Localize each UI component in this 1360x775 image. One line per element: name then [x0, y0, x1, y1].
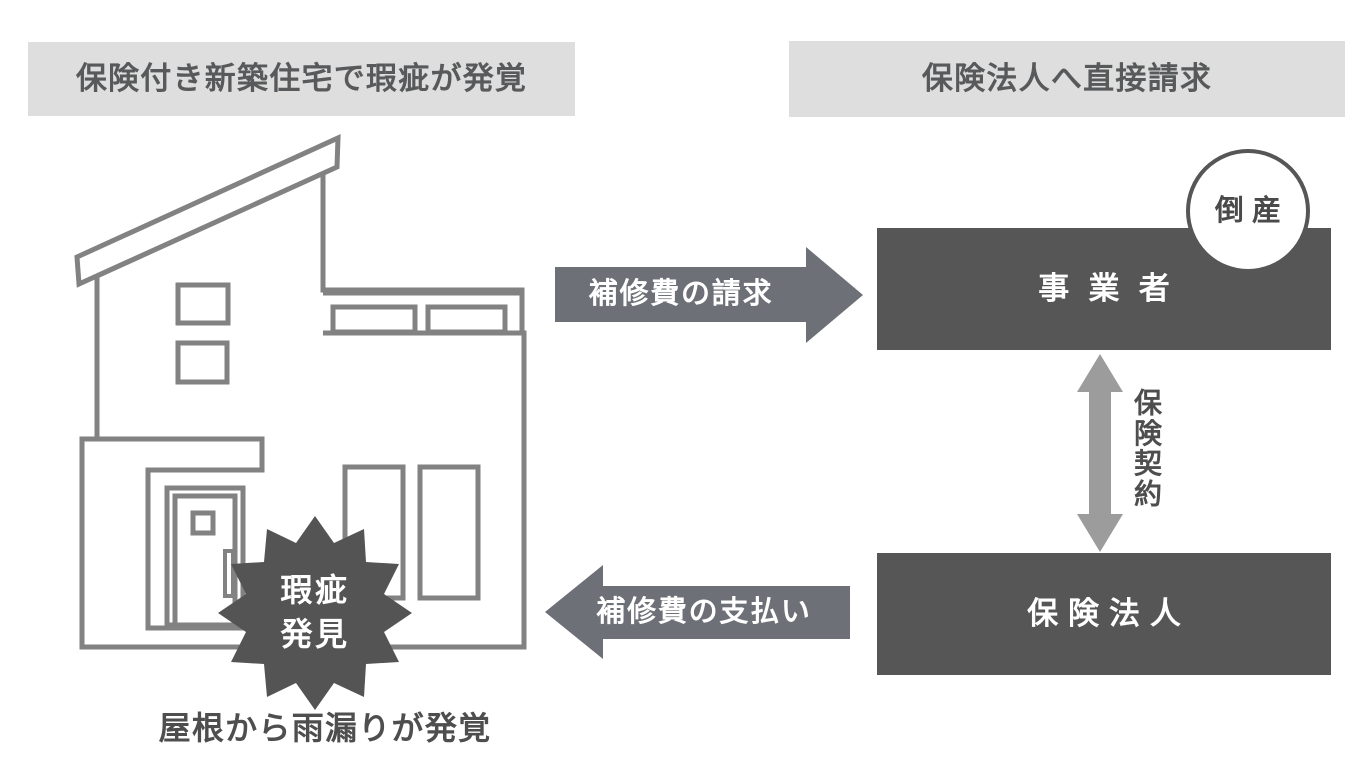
house-roof: [74, 134, 341, 288]
defect-burst-line1: 瑕疵: [280, 572, 350, 608]
house-caption: 屋根から雨漏りが発覚: [158, 710, 492, 746]
contract-arrow: [1089, 390, 1111, 516]
defect-burst-line2: 発見: [280, 616, 350, 652]
bankruptcy-badge: 倒産: [1186, 149, 1310, 273]
header-right: 保険法人へ直接請求: [789, 41, 1345, 117]
defect-burst-icon: [218, 516, 412, 710]
house-window-upper-2: [175, 340, 230, 385]
house-door-handle: [223, 549, 235, 598]
house-window-upper-1: [175, 282, 231, 326]
claim-arrow-head-icon: [806, 247, 863, 343]
claim-arrow: [555, 267, 807, 322]
house-door-window: [190, 510, 216, 536]
operator-box: 事業者: [877, 228, 1331, 350]
contract-label: 保険契約: [1131, 388, 1162, 509]
house-porch: [97, 436, 285, 631]
payment-arrow-head-icon: [545, 565, 603, 659]
header-left: 保険付き新築住宅で瑕疵が発覚: [28, 42, 575, 116]
house-window-tall-2: [417, 464, 481, 601]
payment-arrow: [603, 586, 850, 639]
house-balcony-panel-right: [425, 304, 508, 335]
claim-arrow-label: 補修費の請求: [588, 278, 774, 310]
house-balcony-panel-left: [330, 304, 418, 335]
defect-burst-label: 瑕疵 発見: [220, 568, 410, 656]
contract-arrow-up-icon: [1077, 354, 1123, 392]
payment-arrow-label: 補修費の支払い: [596, 596, 812, 628]
contract-arrow-down-icon: [1077, 514, 1123, 552]
insurer-box: 保険法人: [877, 553, 1331, 675]
